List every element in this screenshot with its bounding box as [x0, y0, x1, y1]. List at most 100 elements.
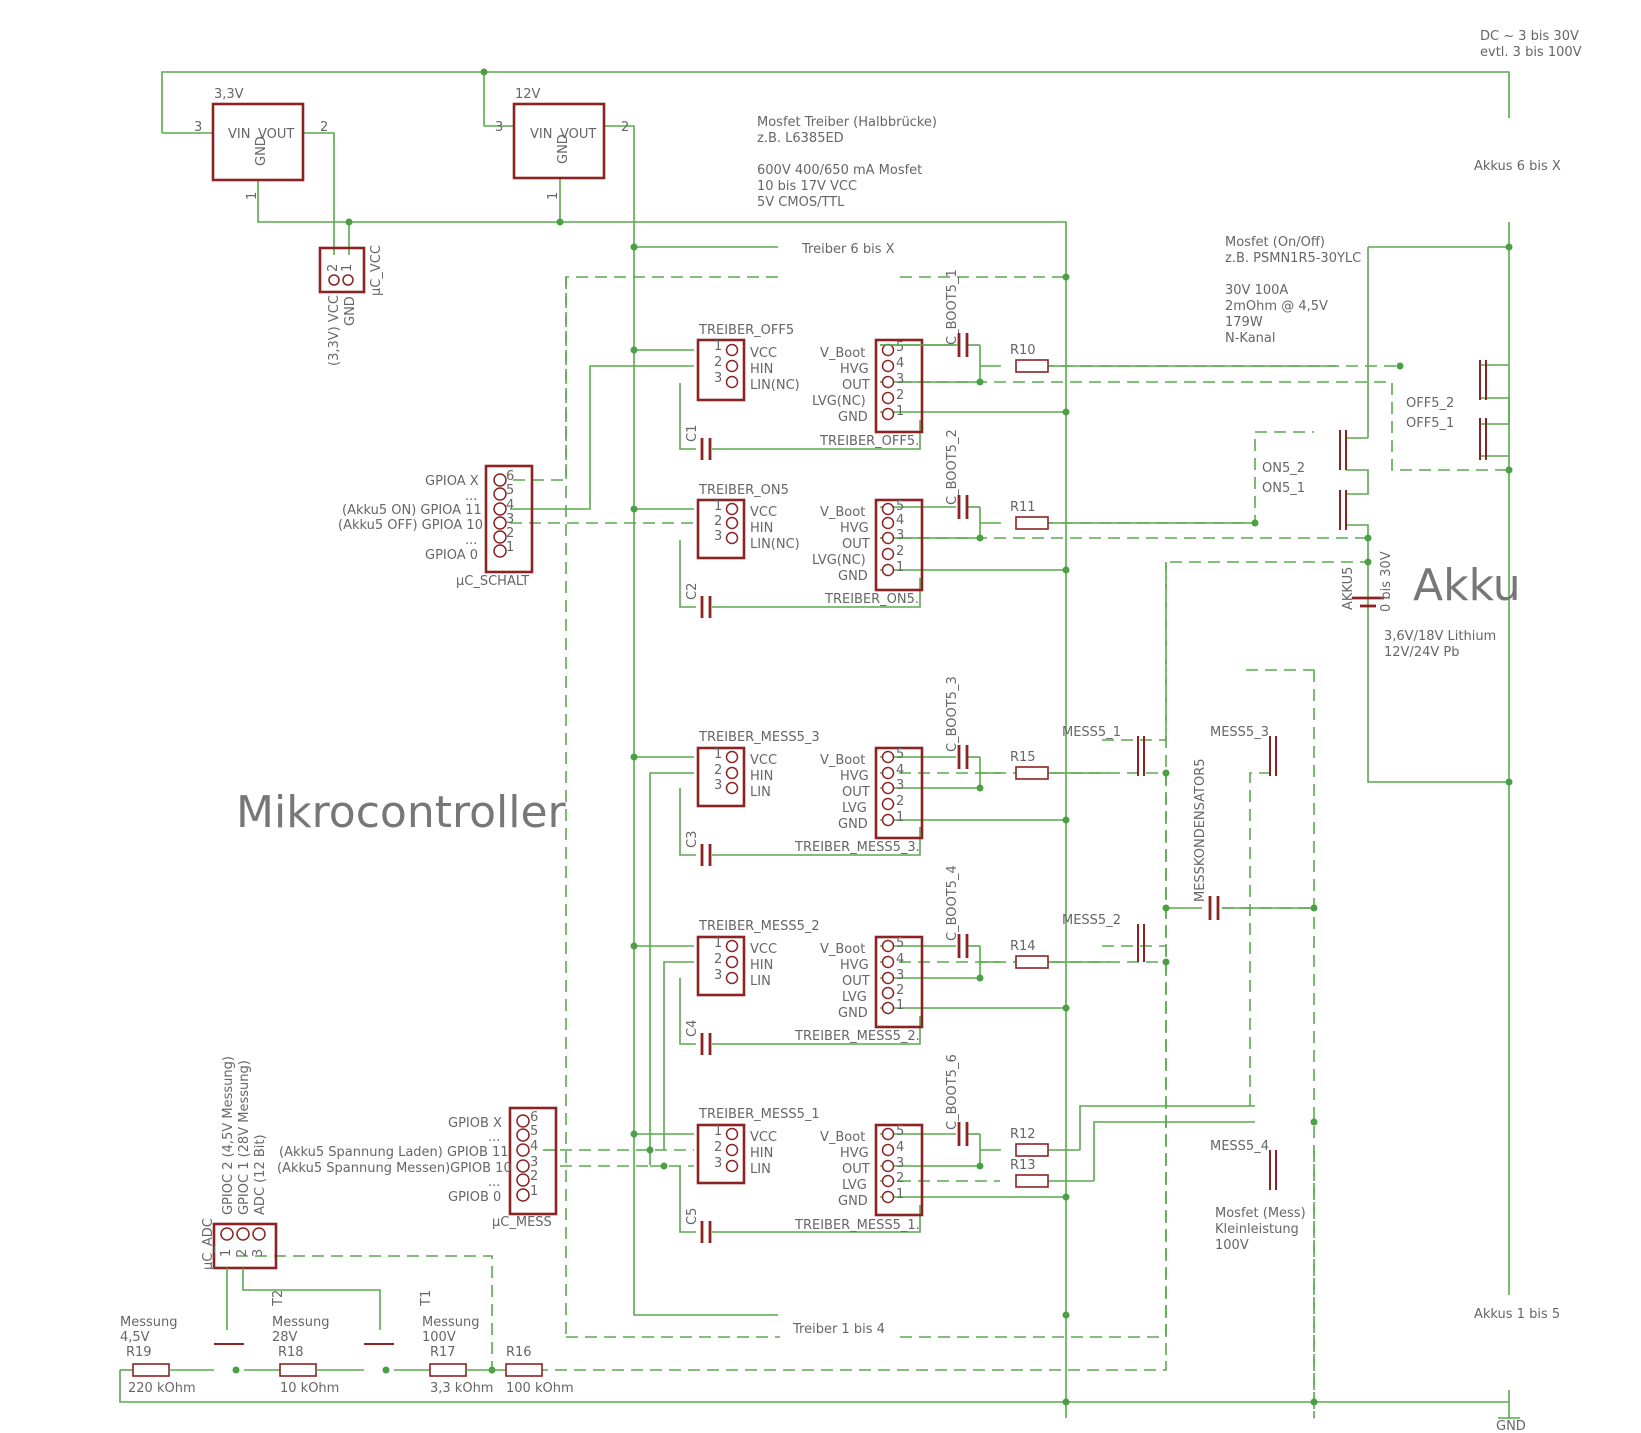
mess-mosfets: MESS5_1 MESS5_2 MESS5_3 MESS5_4 MESSKOND…: [1062, 725, 1277, 1190]
svg-text:3: 3: [714, 968, 722, 983]
svg-text:GND: GND: [1496, 1419, 1526, 1433]
svg-text:N-Kanal: N-Kanal: [1225, 331, 1276, 346]
svg-text:OFF5_1: OFF5_1: [1406, 416, 1454, 431]
svg-text:MESS5_2: MESS5_2: [1062, 913, 1121, 928]
svg-text:28V: 28V: [272, 1330, 298, 1345]
svg-text:LVG(NC): LVG(NC): [812, 553, 866, 568]
svg-text:2: 2: [714, 1140, 722, 1155]
svg-text:HIN: HIN: [750, 769, 773, 784]
svg-text:TREIBER_ON5.: TREIBER_ON5.: [824, 592, 919, 607]
svg-text:VCC: VCC: [750, 942, 777, 957]
svg-text:3: 3: [714, 371, 722, 386]
svg-text:3: 3: [896, 1156, 904, 1171]
svg-text:TREIBER_MESS5_2.: TREIBER_MESS5_2.: [794, 1029, 920, 1044]
svg-text:z.B. L6385ED: z.B. L6385ED: [757, 131, 844, 146]
svg-text:GPIOC 2 (4,5V Messung): GPIOC 2 (4,5V Messung): [221, 1056, 236, 1215]
svg-text:GND: GND: [838, 1006, 868, 1021]
svg-text:1: 1: [219, 1249, 234, 1257]
svg-text:3,6V/18V Lithium: 3,6V/18V Lithium: [1384, 629, 1496, 644]
svg-text:µC_VCC: µC_VCC: [369, 245, 384, 296]
svg-text:2mOhm @ 4,5V: 2mOhm @ 4,5V: [1225, 299, 1328, 314]
svg-text:Mosfet Treiber (Halbbrücke): Mosfet Treiber (Halbbrücke): [757, 115, 937, 130]
svg-text:...: ...: [488, 1175, 500, 1190]
svg-text:ADC (12 Bit): ADC (12 Bit): [253, 1134, 268, 1215]
svg-text:VIN: VIN: [530, 127, 552, 142]
svg-text:HVG: HVG: [840, 521, 869, 536]
svg-text:R14: R14: [1010, 939, 1036, 954]
svg-text:C_BOOT5_1: C_BOOT5_1: [945, 269, 960, 345]
svg-text:1: 1: [714, 936, 722, 951]
svg-text:5: 5: [506, 483, 514, 498]
svg-text:2: 2: [235, 1249, 250, 1257]
svg-text:4: 4: [530, 1139, 538, 1154]
svg-text:220 kOhm: 220 kOhm: [128, 1381, 196, 1396]
svg-text:5: 5: [896, 340, 904, 355]
svg-text:2: 2: [621, 120, 629, 135]
svg-text:VCC: VCC: [750, 505, 777, 520]
svg-text:3: 3: [714, 778, 722, 793]
svg-text:5: 5: [896, 499, 904, 514]
svg-text:3: 3: [896, 778, 904, 793]
svg-text:MESSKONDENSATOR5: MESSKONDENSATOR5: [1193, 758, 1208, 902]
svg-text:2: 2: [320, 120, 328, 135]
svg-text:4: 4: [896, 763, 904, 778]
svg-text:C5: C5: [685, 1208, 700, 1225]
svg-text:GND: GND: [254, 136, 269, 166]
svg-text:R19: R19: [126, 1345, 152, 1360]
svg-text:GND: GND: [838, 410, 868, 425]
svg-text:6: 6: [506, 469, 514, 484]
svg-text:3: 3: [506, 512, 514, 527]
svg-text:600V 400/650 mA Mosfet: 600V 400/650 mA Mosfet: [757, 163, 922, 178]
svg-text:V_Boot: V_Boot: [820, 505, 865, 520]
svg-text:30V 100A: 30V 100A: [1225, 283, 1288, 298]
regulator-3v3: 3,3V VIN VOUT GND 3 2 1: [194, 87, 328, 200]
svg-text:HIN: HIN: [750, 958, 773, 973]
svg-text:VOUT: VOUT: [258, 127, 294, 142]
svg-text:2: 2: [896, 983, 904, 998]
svg-text:C2: C2: [685, 583, 700, 600]
uc-adc-connector: 1 2 3 µC_ADC GPIOC 2 (4,5V Messung) GPIO…: [201, 1056, 381, 1330]
svg-text:10 kOhm: 10 kOhm: [280, 1381, 339, 1396]
measurement-divider: Messung 4,5V R19 220 kOhm Messung 28V R1…: [120, 1290, 574, 1396]
svg-text:3: 3: [896, 968, 904, 983]
svg-text:Treiber 6 bis X: Treiber 6 bis X: [801, 242, 895, 257]
svg-text:V_Boot: V_Boot: [820, 753, 865, 768]
svg-text:4,5V: 4,5V: [120, 1330, 150, 1345]
svg-text:1: 1: [896, 560, 904, 575]
svg-text:2: 2: [714, 355, 722, 370]
svg-text:(Akku5 Spannung Messen)GPIOB 1: (Akku5 Spannung Messen)GPIOB 10: [277, 1161, 512, 1176]
svg-text:AKKU5: AKKU5: [1341, 567, 1356, 610]
svg-text:TREIBER_OFF5.: TREIBER_OFF5.: [819, 434, 919, 449]
svg-text:TREIBER_MESS5_3: TREIBER_MESS5_3: [698, 730, 820, 745]
uc-vcc-connector: 2 1 µC_VCC (3,3V) VCC GND: [318, 245, 384, 366]
svg-text:6: 6: [530, 1110, 538, 1125]
svg-text:GND: GND: [838, 1194, 868, 1209]
svg-text:3: 3: [251, 1249, 266, 1257]
svg-text:5: 5: [896, 1124, 904, 1139]
svg-text:HVG: HVG: [840, 1146, 869, 1161]
svg-text:2: 2: [896, 794, 904, 809]
svg-text:5: 5: [896, 936, 904, 951]
svg-text:1: 1: [896, 1187, 904, 1202]
svg-text:Kleinleistung: Kleinleistung: [1215, 1222, 1299, 1237]
svg-text:C_BOOT5_6: C_BOOT5_6: [945, 1054, 960, 1130]
svg-text:TREIBER_MESS5_3.: TREIBER_MESS5_3.: [794, 840, 920, 855]
svg-text:1: 1: [245, 192, 260, 200]
svg-text:...: ...: [465, 489, 477, 504]
akku5-battery: AKKU5 0 bis 30V: [1341, 551, 1394, 612]
svg-text:OUT: OUT: [842, 537, 870, 552]
svg-text:LVG(NC): LVG(NC): [812, 394, 866, 409]
uc-schalt-connector: 6 5 4 3 2 1 GPIOA X ... (Akku5 ON) GPIOA…: [338, 464, 534, 589]
svg-text:HIN: HIN: [750, 521, 773, 536]
svg-text:GPIOA 0: GPIOA 0: [425, 548, 478, 563]
svg-text:100V: 100V: [1215, 1238, 1249, 1253]
svg-text:R13: R13: [1010, 1158, 1036, 1173]
svg-text:(3,3V) VCC: (3,3V) VCC: [327, 295, 342, 366]
akku-label: Akku: [1413, 560, 1521, 611]
mosfet-off5: OFF5_2 OFF5_1: [1406, 360, 1487, 460]
svg-text:OUT: OUT: [842, 1162, 870, 1177]
svg-text:12V: 12V: [515, 87, 541, 102]
